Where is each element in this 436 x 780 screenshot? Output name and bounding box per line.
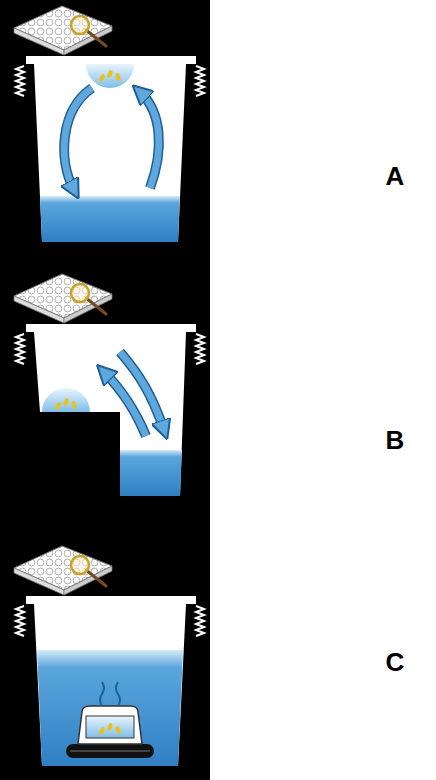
hanging-drop-cup — [14, 6, 204, 242]
panel-letter: C — [386, 649, 405, 675]
microbatch-cup — [14, 546, 204, 766]
black-panel — [0, 0, 210, 780]
panel-letter: A — [386, 163, 405, 189]
sitting-drop-cup — [14, 274, 204, 496]
panel-letter: B — [386, 427, 405, 453]
